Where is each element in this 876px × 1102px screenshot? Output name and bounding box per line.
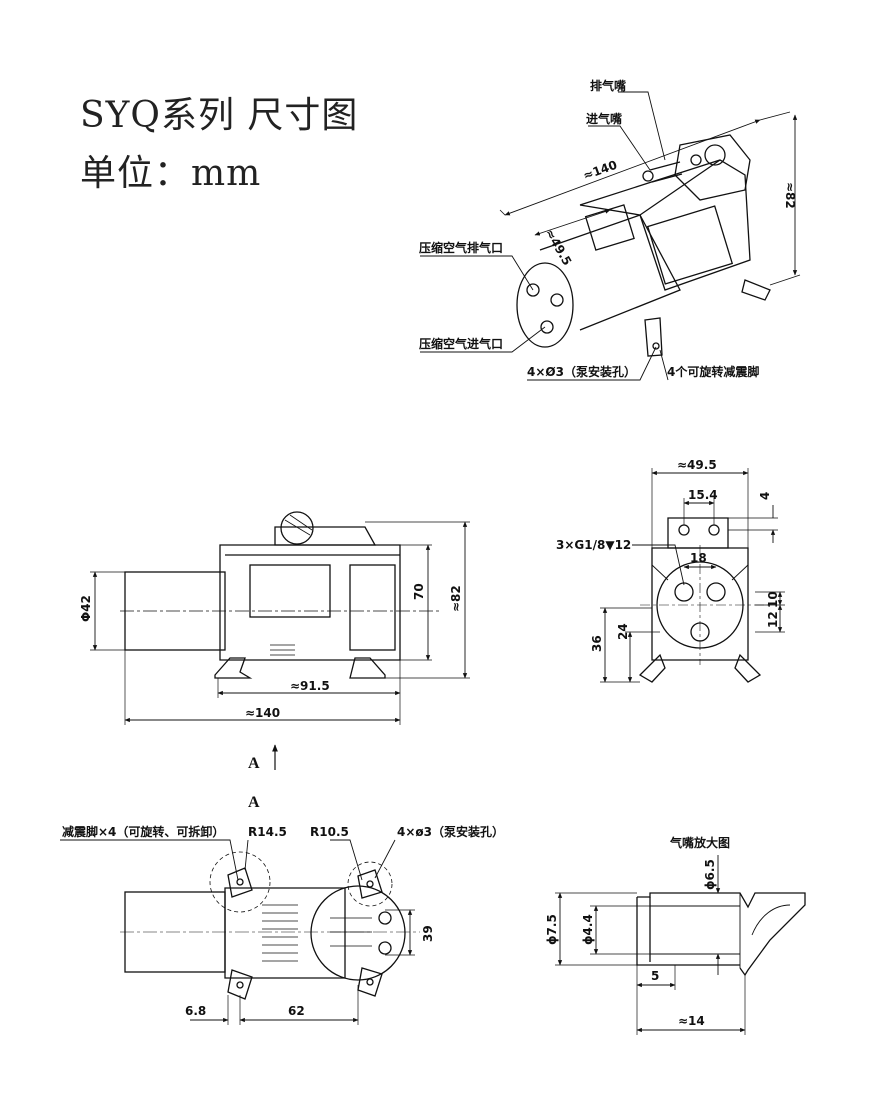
label-intake-nozzle: 进气嘴 — [586, 111, 622, 126]
view-marker-a: A — [248, 755, 260, 772]
label-compressed-air-intake: 压缩空气进气口 — [419, 336, 503, 351]
dim-side-h70: 70 — [412, 583, 426, 600]
dim-end-hole-span: 15.4 — [688, 488, 718, 502]
dim-end-d10: 10 — [766, 591, 780, 608]
dim-side-total: ≈140 — [245, 706, 280, 720]
label-mount-holes: 4×Ø3（泵安装孔） — [527, 364, 636, 379]
label-feet: 4个可旋转减震脚 — [667, 364, 759, 379]
label-bottom-holes: 4×ø3（泵安装孔） — [397, 824, 504, 839]
dim-end-d12: 12 — [766, 611, 780, 628]
drawing-title: SYQ系列 尺寸图 — [80, 95, 359, 136]
nozzle-detail — [555, 855, 806, 1035]
dim-bottom-r-left: R14.5 — [248, 825, 287, 839]
dim-bottom-r-right: R10.5 — [310, 825, 349, 839]
dim-bottom-left: 6.8 — [185, 1004, 206, 1018]
nozzle-detail-title: 气嘴放大图 — [669, 835, 730, 850]
dim-nozzle-d44: ϕ4.4 — [581, 914, 595, 945]
side-view — [90, 511, 470, 770]
dim-end-port-span: 18 — [690, 551, 707, 565]
dim-nozzle-len14: ≈14 — [678, 1014, 705, 1028]
dim-end-width: ≈49.5 — [677, 458, 717, 472]
isometric-view — [420, 91, 801, 381]
dim-side-h82: ≈82 — [449, 585, 463, 612]
dim-nozzle-len5: 5 — [651, 969, 659, 983]
dim-iso-height: ≈82 — [783, 182, 797, 209]
end-view — [600, 468, 785, 683]
dim-end-top: 4 — [758, 492, 772, 500]
dim-bottom-height: 39 — [421, 925, 435, 942]
dim-nozzle-d65: ϕ6.5 — [703, 859, 717, 890]
dim-nozzle-d75: ϕ7.5 — [545, 914, 559, 945]
dim-end-thread: 3×G1/8▼12 — [556, 538, 631, 552]
label-compressed-air-exhaust: 压缩空气排气口 — [419, 240, 503, 255]
dim-side-dia: Φ42 — [79, 595, 93, 622]
unit-label: 单位：mm — [80, 153, 262, 194]
label-exhaust-nozzle: 排气嘴 — [590, 78, 626, 93]
dim-end-d24: 24 — [616, 623, 630, 640]
dim-end-d36: 36 — [590, 635, 604, 652]
label-feet-removable: 减震脚×4（可旋转、可拆卸） — [62, 824, 224, 839]
dim-side-base: ≈91.5 — [290, 679, 330, 693]
bottom-view — [60, 839, 420, 1025]
bottom-view-title: A — [248, 794, 260, 811]
dim-iso-length: ≈140 — [581, 158, 619, 183]
dim-bottom-span: 62 — [288, 1004, 305, 1018]
